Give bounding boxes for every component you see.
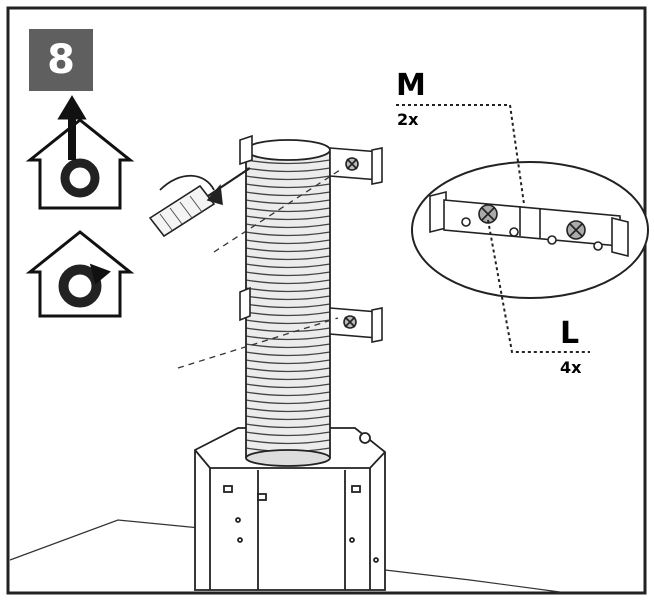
duct-rib — [245, 415, 331, 421]
guide-lines — [177, 169, 341, 369]
duct-rib — [245, 159, 331, 165]
extraction-mode-house-icon — [25, 95, 135, 210]
duct-rib — [245, 263, 331, 269]
duct-rib — [245, 191, 331, 197]
duct-rib — [245, 311, 331, 317]
step-number-badge: 8 — [29, 29, 93, 91]
duct-rib — [245, 231, 331, 237]
duct-rib — [245, 351, 331, 357]
duct-rib — [245, 319, 331, 325]
duct-rib — [245, 255, 331, 261]
screwdriver-icon — [148, 167, 251, 238]
duct-rib — [245, 407, 331, 413]
duct-rib — [245, 247, 331, 253]
flexible-duct — [245, 139, 331, 467]
duct-rib — [245, 207, 331, 213]
callout-leader-lines — [396, 104, 590, 353]
ceiling-lines — [9, 519, 561, 593]
duct-rib — [245, 383, 331, 389]
duct-rib — [245, 367, 331, 373]
duct-rib — [245, 271, 331, 277]
duct-rib — [245, 215, 331, 221]
callout-m-letter: M — [396, 68, 426, 103]
callout-m-quantity: 2x — [397, 110, 419, 129]
bracket-detail-callout — [411, 161, 649, 299]
duct-rib — [245, 375, 331, 381]
duct-rib — [245, 327, 331, 333]
duct-rib — [245, 423, 331, 429]
duct-rib — [245, 439, 331, 445]
duct-rib — [245, 399, 331, 405]
callout-l-quantity: 4x — [560, 358, 582, 377]
duct-rib — [245, 279, 331, 285]
hood-base-box — [194, 427, 386, 591]
duct-rib — [245, 183, 331, 189]
duct-rib — [245, 175, 331, 181]
duct-rib — [245, 431, 331, 437]
duct-rib — [245, 239, 331, 245]
duct-rib — [245, 359, 331, 365]
duct-rib — [245, 391, 331, 397]
diagram-border — [6, 6, 647, 595]
upper-bracket — [239, 134, 383, 185]
duct-rib — [245, 167, 331, 173]
duct-rib — [245, 287, 331, 293]
callout-l-letter: L — [560, 316, 580, 351]
duct-rib — [245, 303, 331, 309]
lower-bracket — [239, 286, 383, 343]
recirculation-mode-house-icon — [25, 230, 135, 318]
duct-rib — [245, 335, 331, 341]
duct-rib — [245, 295, 331, 301]
duct-rib — [245, 343, 331, 349]
